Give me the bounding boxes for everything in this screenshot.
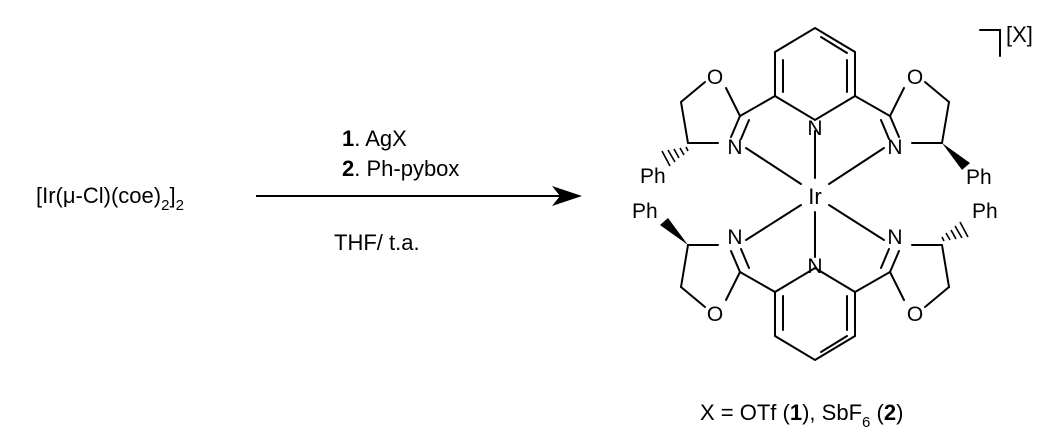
compound-legend: X = OTf (1), SbF6 (2) <box>700 400 903 431</box>
phenyl-label: Ph <box>640 165 666 188</box>
oxygen-label: O <box>907 66 923 89</box>
hashed-bond-top-left <box>661 146 689 167</box>
nitrogen-label: N <box>807 255 822 278</box>
phenyl-label: Ph <box>632 200 658 223</box>
product-structure <box>660 26 1001 362</box>
reaction-arrow <box>256 186 582 206</box>
phenyl-label: Ph <box>966 166 992 189</box>
nitrogen-label: N <box>727 226 742 249</box>
reagent-step-2: 2. Ph-pybox <box>342 156 459 181</box>
wedge-bond-top-right <box>942 143 970 170</box>
nitrogen-label: N <box>887 226 902 249</box>
wedge-bond-bottom-left <box>660 218 688 245</box>
iridium-label: Ir <box>808 184 821 209</box>
reagent-step-1: 1. AgX <box>342 126 407 151</box>
nitrogen-label: N <box>807 117 822 140</box>
phenyl-label: Ph <box>972 200 998 223</box>
reactant-formula: [Ir(μ-Cl)(coe)2]2 <box>36 183 184 214</box>
nitrogen-label: N <box>727 136 742 159</box>
nitrogen-label: N <box>887 136 902 159</box>
oxygen-label: O <box>707 303 723 326</box>
counter-ion-label: [X] <box>1006 22 1033 47</box>
hashed-bond-bottom-right <box>941 221 969 242</box>
reaction-conditions: THF/ t.a. <box>334 230 420 255</box>
oxygen-label: O <box>907 303 923 326</box>
atom-labels: Ir N N N N N N O O O O Ph Ph Ph Ph [X] <box>632 22 1033 326</box>
oxygen-label: O <box>707 66 723 89</box>
